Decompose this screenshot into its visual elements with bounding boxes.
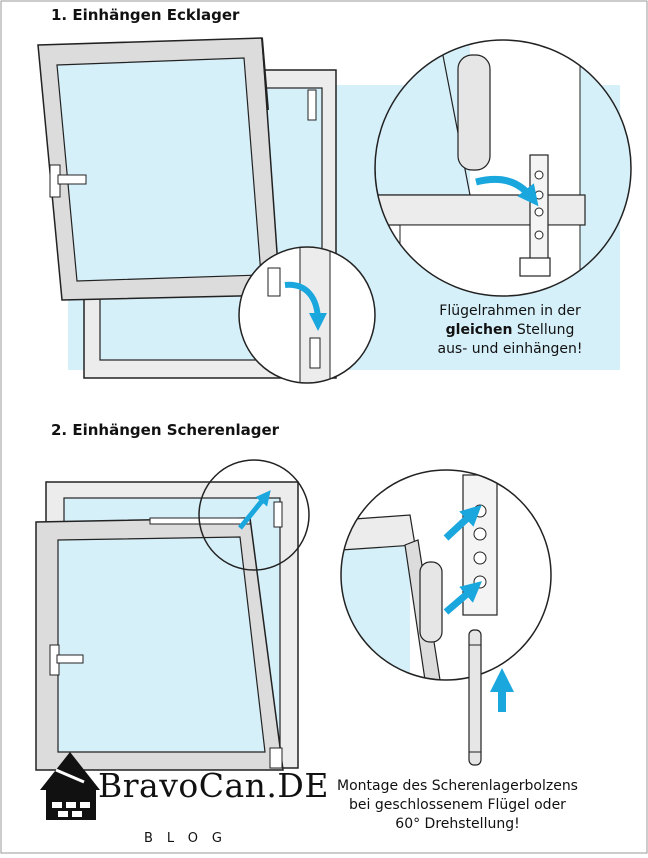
corner-bearing-top [308, 90, 316, 120]
step1-note-line2: gleichen Stellung [410, 321, 610, 340]
sash-handle[interactable] [58, 175, 86, 184]
step1-note-line1: Flügelrahmen in der [410, 302, 610, 321]
scissor-bolt [469, 630, 481, 765]
step1-note-line3: aus- und einhängen! [410, 340, 610, 359]
step1-note-bold: gleichen [446, 322, 513, 338]
step1-zoom-bearing [239, 247, 375, 383]
step1-note-line2-rest: Stellung [512, 322, 574, 338]
step2-zoom-detail [341, 470, 551, 680]
step2-title: 2. Einhängen Scherenlager [51, 421, 279, 439]
brand-sub: BLOG [144, 831, 236, 846]
brand-logo[interactable]: BravoCan.DE BLOG [36, 744, 356, 854]
sash-handle-2[interactable] [57, 655, 83, 663]
step2-note: Montage des Scherenlagerbolzens bei gesc… [330, 777, 585, 834]
scissor-bearing-top [274, 502, 282, 527]
hinge-pin [458, 55, 490, 170]
step2-note-line2: bei geschlossenem Flügel oder [330, 796, 585, 815]
step2-note-line3: 60° Drehstellung! [330, 815, 585, 834]
scissor-pin [420, 562, 442, 642]
step1-title: 1. Einhängen Ecklager [51, 6, 239, 24]
brand-name: BravoCan.DE [98, 766, 329, 805]
step2-note-line1: Montage des Scherenlagerbolzens [330, 777, 585, 796]
step2-open-sash [36, 518, 283, 770]
step1-tilted-sash [38, 38, 280, 300]
step1-note: Flügelrahmen in der gleichen Stellung au… [410, 302, 610, 359]
